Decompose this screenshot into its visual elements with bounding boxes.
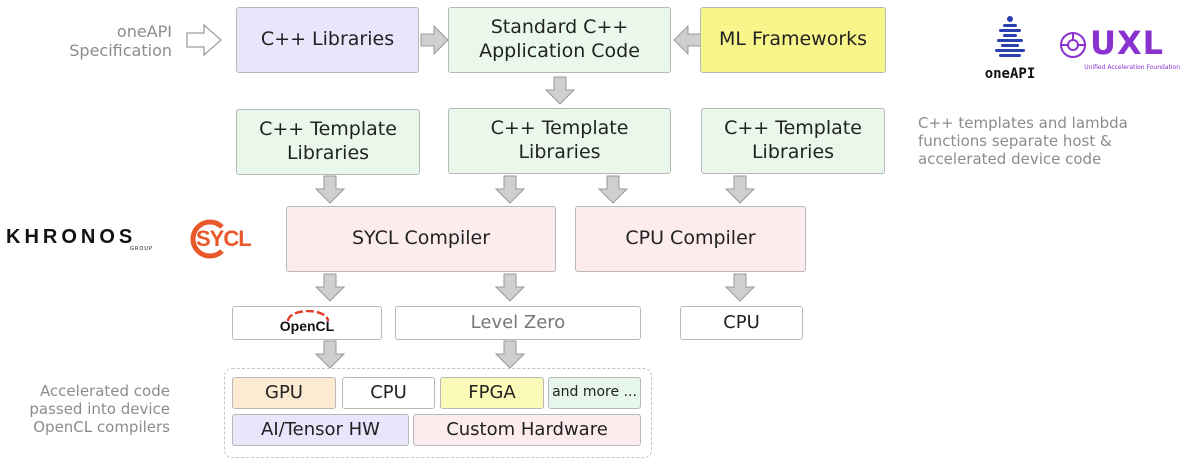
hollow-right-arrow-icon xyxy=(186,24,222,56)
opencl-logo: OpenCL xyxy=(272,309,342,337)
sycl-compiler-box: SYCL Compiler xyxy=(286,206,556,272)
arrow-right-icon xyxy=(420,25,449,55)
cpu-compiler-label: CPU Compiler xyxy=(625,227,756,250)
device-cpu-label: CPU xyxy=(370,381,407,403)
khronos-group-text: GROUP xyxy=(130,246,153,252)
device-container xyxy=(224,368,652,458)
arrow-down-icon xyxy=(545,76,575,105)
opencl-box: OpenCL xyxy=(232,306,382,340)
template-libraries-label-3: C++ Template Libraries xyxy=(724,117,862,163)
level-zero-label: Level Zero xyxy=(470,311,566,333)
opencl-arc-icon xyxy=(286,310,330,322)
arrow-down-icon xyxy=(315,175,345,204)
arrow-down-icon xyxy=(495,273,525,302)
arrow-left-icon xyxy=(673,25,702,55)
device-ai-tensor-label: AI/Tensor HW xyxy=(261,418,380,440)
app-code-label: Standard C++ Application Code xyxy=(479,16,640,62)
template-libraries-label-2: C++ Template Libraries xyxy=(490,117,629,163)
cpu-target-label: CPU xyxy=(723,311,760,333)
device-gpu: GPU xyxy=(232,377,336,409)
arrow-down-icon xyxy=(495,340,525,369)
cpu-compiler-box: CPU Compiler xyxy=(575,206,806,272)
arrow-down-icon xyxy=(725,175,755,204)
device-fpga-label: FPGA xyxy=(468,381,516,403)
arrow-down-icon xyxy=(315,273,345,302)
oneapi-stack-icon xyxy=(995,16,1025,57)
khronos-logo: KHRONOS GROUP xyxy=(6,226,158,256)
cpp-libraries-box: C++ Libraries xyxy=(236,7,419,73)
template-libraries-box-2: C++ Template Libraries xyxy=(448,108,671,174)
template-libraries-label-1: C++ Template Libraries xyxy=(259,118,397,164)
sycl-compiler-label: SYCL Compiler xyxy=(351,227,491,250)
device-fpga: FPGA xyxy=(440,377,544,409)
level-zero-box: Level Zero xyxy=(395,306,641,340)
cpu-target-box: CPU xyxy=(680,306,803,340)
sycl-swoosh-icon xyxy=(190,219,224,259)
ml-frameworks-label: ML Frameworks xyxy=(718,28,868,51)
arrow-down-icon xyxy=(725,273,755,302)
device-cpu: CPU xyxy=(342,377,435,409)
arrow-down-icon xyxy=(315,340,345,369)
spec-note: oneAPI Specification xyxy=(69,22,172,61)
templates-note: C++ templates and lambda functions separ… xyxy=(918,114,1128,168)
device-more-label: and more ... xyxy=(552,384,637,401)
sycl-logo-text: SYCL xyxy=(196,226,252,251)
accelerated-note: Accelerated code passed into device Open… xyxy=(29,382,170,436)
template-libraries-box-3: C++ Template Libraries xyxy=(701,108,885,174)
arrow-down-icon xyxy=(495,175,525,204)
device-custom-hw-label: Custom Hardware xyxy=(446,418,608,440)
device-ai-tensor: AI/Tensor HW xyxy=(232,414,409,446)
opencl-logo-text: OpenCL xyxy=(279,318,335,334)
uxl-sub-text: Unified Acceleration Foundation xyxy=(1084,64,1180,71)
template-libraries-box-1: C++ Template Libraries xyxy=(236,109,420,175)
cpp-libraries-label: C++ Libraries xyxy=(260,28,395,51)
uxl-emblem-icon xyxy=(1060,32,1086,58)
khronos-logo-text: KHRONOS xyxy=(6,226,137,248)
device-more: and more ... xyxy=(548,377,641,409)
sycl-logo: SYCL xyxy=(186,219,274,259)
app-code-box: Standard C++ Application Code xyxy=(448,7,671,73)
device-custom-hw: Custom Hardware xyxy=(413,414,641,446)
uxl-logo: UXL Unified Acceleration Foundation xyxy=(1058,24,1180,78)
oneapi-logo: oneAPI xyxy=(968,14,1052,82)
oneapi-logo-text: oneAPI xyxy=(984,66,1036,82)
arrow-down-icon xyxy=(598,175,628,204)
ml-frameworks-box: ML Frameworks xyxy=(700,7,886,73)
uxl-logo-text: UXL xyxy=(1090,24,1165,62)
device-gpu-label: GPU xyxy=(265,381,303,403)
